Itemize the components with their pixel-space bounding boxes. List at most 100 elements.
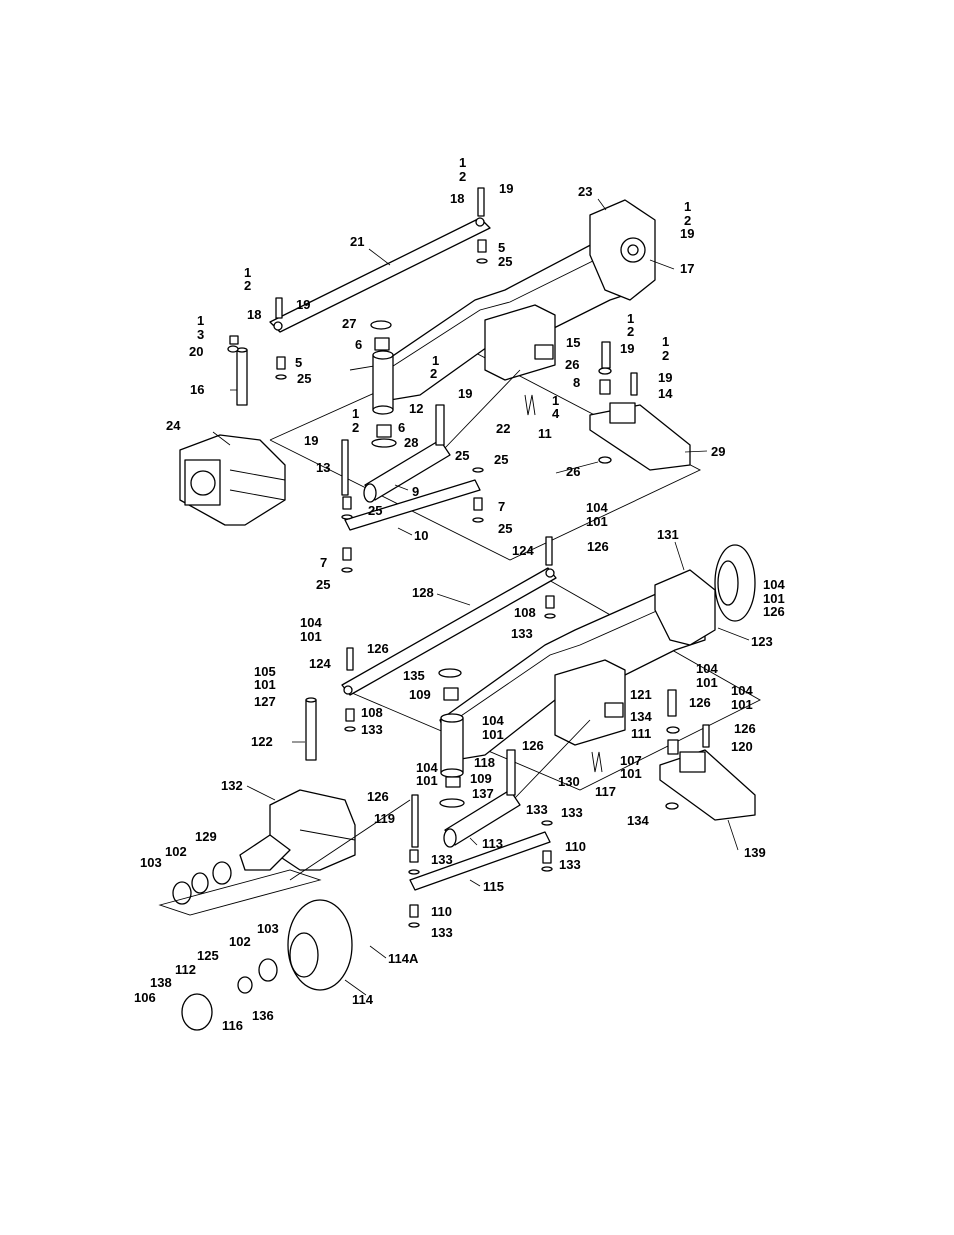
callout-label: 126 — [522, 738, 544, 753]
callout-label: 1 — [662, 334, 669, 349]
callout-label: 23 — [578, 184, 592, 199]
callout-label: 113 — [482, 836, 503, 851]
callout-label: 1 — [197, 313, 204, 328]
callout-label: 1 — [552, 393, 559, 408]
callout-label: 101 — [731, 697, 753, 712]
king-pin-122 — [305, 697, 317, 761]
callout-label: 126 — [367, 789, 389, 804]
callout-label: 104 — [696, 661, 718, 676]
callout-label: 1 — [244, 265, 251, 280]
spindle-housing-24 — [179, 434, 286, 526]
rotor-114 — [287, 899, 353, 991]
callout-label: 133 — [561, 805, 583, 820]
callout-label: 102 — [229, 934, 251, 949]
callout-label: 25 — [316, 577, 330, 592]
callout-label: 16 — [190, 382, 204, 397]
callout-label: 138 — [150, 975, 172, 990]
cylinder-9 — [363, 369, 521, 503]
callout-label: 110 — [431, 904, 452, 919]
callout-label: 130 — [558, 774, 580, 789]
callout-label: 19 — [458, 386, 472, 401]
callout-label: 9 — [412, 484, 419, 499]
callout-label: 126 — [587, 539, 609, 554]
callout-label: 25 — [455, 448, 469, 463]
callout-label: 119 — [374, 811, 395, 826]
callout-label: 112 — [175, 962, 196, 977]
tie-rod-21 — [269, 217, 491, 333]
callout-label: 118 — [474, 755, 495, 770]
callout-label: 102 — [165, 844, 187, 859]
callout-label: 127 — [254, 694, 276, 709]
callout-label: 104 — [731, 683, 753, 698]
callout-label: 2 — [459, 169, 466, 184]
callout-label: 5 — [295, 355, 302, 370]
pivot-tube-upper — [372, 350, 394, 415]
callout-label: 134 — [630, 709, 652, 724]
callout-label: 2 — [352, 420, 359, 435]
callout-label: 101 — [763, 591, 785, 606]
callout-label: 10 — [414, 528, 428, 543]
callout-label: 120 — [731, 739, 753, 754]
callout-label: 18 — [247, 307, 261, 322]
callout-label: 1 — [352, 406, 359, 421]
callout-label: 101 — [696, 675, 718, 690]
callout-label: 2 — [244, 278, 251, 293]
callout-label: 101 — [300, 629, 322, 644]
callout-label: 17 — [680, 261, 694, 276]
callout-label: 20 — [189, 344, 203, 359]
callout-label: 19 — [658, 370, 672, 385]
callout-label: 2 — [662, 348, 669, 363]
cylinder-113 — [443, 719, 591, 848]
callout-label: 133 — [431, 925, 453, 940]
callout-label: 5 — [498, 240, 505, 255]
callout-label: 108 — [361, 705, 383, 720]
bracket-29 — [589, 402, 691, 471]
callout-label: 2 — [430, 366, 437, 381]
callout-label: 1 — [459, 155, 466, 170]
mount-bracket-upper — [484, 304, 556, 381]
callout-label: 22 — [496, 421, 510, 436]
callout-label: 103 — [257, 921, 279, 936]
callout-label: 19 — [620, 341, 634, 356]
callout-label: 11 — [538, 426, 552, 441]
callout-label: 25 — [368, 503, 382, 518]
callout-label: 114 — [352, 992, 374, 1007]
callout-label: 133 — [361, 722, 383, 737]
callout-label: 115 — [483, 879, 504, 894]
drag-link-115 — [409, 831, 551, 891]
drag-link-10 — [344, 479, 481, 531]
spindle-housing-132 — [239, 789, 356, 871]
callout-label: 21 — [350, 234, 364, 249]
callout-label: 128 — [412, 585, 434, 600]
callout-label: 126 — [763, 604, 785, 619]
callout-label: 126 — [689, 695, 711, 710]
callout-label: 126 — [367, 641, 389, 656]
callout-label: 3 — [197, 327, 204, 342]
callout-label: 28 — [404, 435, 418, 450]
callout-label: 133 — [526, 802, 548, 817]
callout-label: 117 — [595, 784, 616, 799]
callout-label: 126 — [734, 721, 756, 736]
callout-label: 27 — [342, 316, 356, 331]
callout-label: 135 — [403, 668, 425, 683]
callout-label: 124 — [309, 656, 331, 671]
callout-label: 104 — [300, 615, 322, 630]
callout-label: 106 — [134, 990, 156, 1005]
callout-label: 133 — [559, 857, 581, 872]
callout-label: 8 — [573, 375, 580, 390]
callout-label: 139 — [744, 845, 766, 860]
callout-label: 109 — [409, 687, 431, 702]
callout-label: 12 — [409, 401, 423, 416]
callout-label: 2 — [627, 324, 634, 339]
bracket-139 — [659, 749, 756, 821]
callout-label: 137 — [472, 786, 494, 801]
callout-label: 105 — [254, 664, 276, 679]
callout-label: 1 — [684, 199, 691, 214]
lower-assembly — [158, 536, 761, 1031]
callout-label: 15 — [566, 335, 580, 350]
callout-label: 125 — [197, 948, 219, 963]
callout-label: 26 — [565, 357, 579, 372]
callout-label: 4 — [552, 406, 560, 421]
callout-label: 19 — [304, 433, 318, 448]
